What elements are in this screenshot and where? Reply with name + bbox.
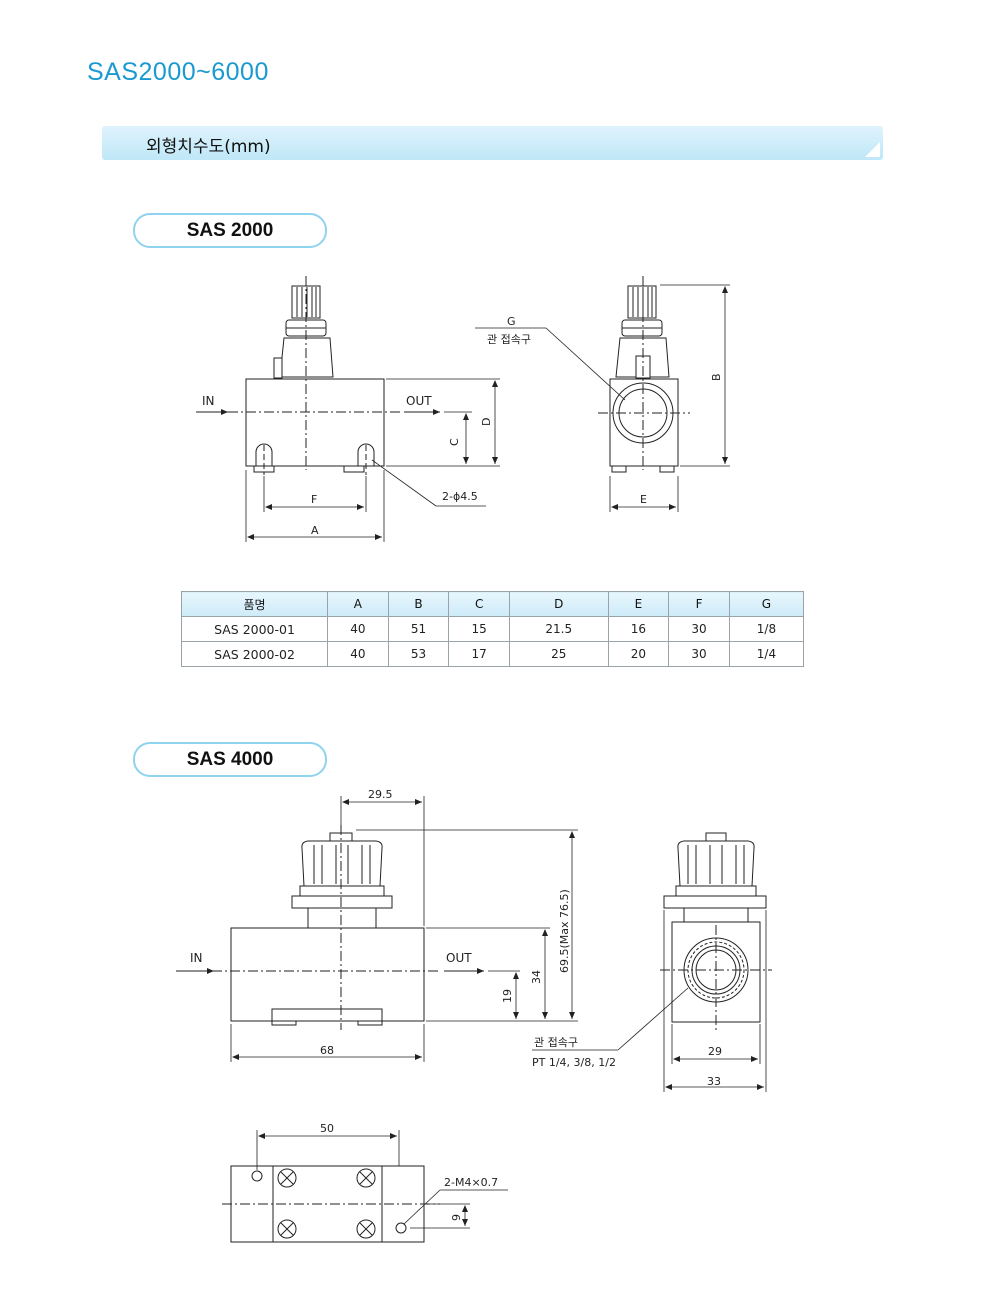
- table-cell: 53: [387, 641, 450, 667]
- table-cell: 21.5: [508, 616, 609, 642]
- table-cell: 16: [607, 616, 670, 642]
- sas4000-out-label: OUT: [446, 951, 472, 965]
- table-cell: 17: [448, 641, 510, 667]
- sas4000-dim-33: 33: [707, 1075, 721, 1088]
- table-header-cell: F: [668, 591, 730, 617]
- table-row: SAS 2000-01 40 51 15 21.5 16 30 1/8: [181, 616, 805, 642]
- sas4000-dim-19: 19: [501, 989, 514, 1003]
- sas4000-side-view: [532, 832, 772, 1092]
- table-cell: 30: [668, 616, 730, 642]
- screw-icon: [277, 1219, 297, 1239]
- sas2000-dim-c: C: [448, 438, 461, 446]
- table-cell: 40: [327, 641, 389, 667]
- sas2000-dim-b: B: [710, 373, 723, 381]
- sas2000-g-label: G: [507, 315, 516, 328]
- screw-icon: [356, 1219, 376, 1239]
- table-cell: 40: [327, 616, 389, 642]
- sas4000-in-label: IN: [190, 951, 203, 965]
- sas4000-dim-69-5: 69.5(Max 76.5): [558, 889, 571, 973]
- page-title: SAS2000~6000: [87, 58, 269, 86]
- section-title: 외형치수도(mm): [146, 137, 271, 157]
- table-header-cell: C: [448, 591, 510, 617]
- sas4000-dim-68: 68: [320, 1044, 334, 1057]
- table-row: SAS 2000-02 40 53 17 25 20 30 1/4: [181, 641, 805, 667]
- section-header-bar: 외형치수도(mm): [102, 126, 883, 160]
- table-header-cell: 품명: [181, 591, 328, 617]
- sas2000-dim-d: D: [480, 418, 493, 426]
- sas4000-dim-34: 34: [530, 970, 543, 984]
- sas4000-bottom-view: [222, 1130, 508, 1243]
- sas2000-dim-e: E: [640, 493, 647, 506]
- sas4000-port-sizes: PT 1/4, 3/8, 1/2: [532, 1056, 616, 1069]
- table-cell: 20: [607, 641, 670, 667]
- sas4000-mount-label: 2-M4×0.7: [444, 1176, 498, 1189]
- sas4000-heading: SAS 4000: [133, 742, 327, 777]
- table-cell: SAS 2000-01: [181, 616, 328, 642]
- table-header-cell: E: [607, 591, 670, 617]
- table-header-cell: B: [387, 591, 450, 617]
- sas4000-front-view: [176, 796, 578, 1062]
- sas4000-port-desc: 관 접속구: [534, 1036, 578, 1049]
- sas4000-dim-29: 29: [708, 1045, 722, 1058]
- table-header-cell: D: [508, 591, 609, 617]
- screw-icon: [277, 1168, 297, 1188]
- table-header-cell: G: [728, 591, 805, 617]
- table-header-row: 품명 A B C D E F G: [181, 591, 805, 617]
- table-cell: SAS 2000-02: [181, 641, 328, 667]
- table-cell: 25: [508, 641, 609, 667]
- sas2000-front-view: [196, 276, 500, 542]
- sas4000-dim-29-5: 29.5: [368, 788, 393, 801]
- table-cell: 30: [668, 641, 730, 667]
- table-header-cell: A: [327, 591, 389, 617]
- sas2000-g-desc: 관 접속구: [487, 333, 531, 346]
- sas2000-side-view: [475, 276, 730, 512]
- sas2000-holes-label: 2-ϕ4.5: [442, 490, 478, 503]
- sas2000-dim-a: A: [311, 524, 319, 537]
- table-cell: 1/8: [728, 616, 805, 642]
- sas2000-in-label: IN: [202, 394, 215, 408]
- table-cell: 51: [387, 616, 450, 642]
- sas2000-heading: SAS 2000: [133, 213, 327, 248]
- sas2000-dim-f: F: [311, 493, 317, 506]
- screw-icon: [356, 1168, 376, 1188]
- corner-fold-icon: [865, 142, 880, 157]
- sas2000-out-label: OUT: [406, 394, 432, 408]
- table-cell: 1/4: [728, 641, 805, 667]
- table-cell: 15: [448, 616, 510, 642]
- sas4000-dim-50: 50: [320, 1122, 334, 1135]
- sas4000-dim-9: 9: [450, 1214, 463, 1221]
- sas2000-spec-table: 품명 A B C D E F G SAS 2000-01 40 51 15 21…: [181, 591, 805, 667]
